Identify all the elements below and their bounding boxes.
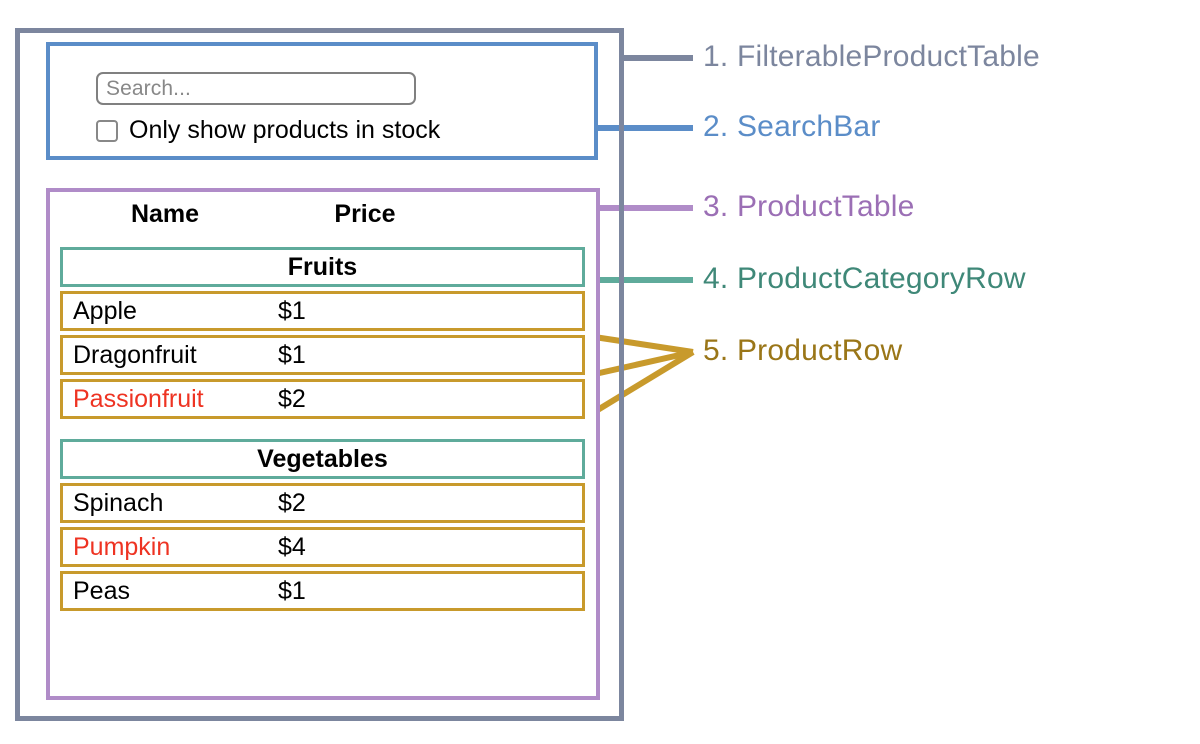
legend-item-filterable-product-table: 1. FilterableProductTable bbox=[703, 40, 1040, 74]
legend-item-product-row: 5. ProductRow bbox=[703, 334, 902, 368]
product-name: Spinach bbox=[73, 488, 164, 517]
search-input-placeholder: Search... bbox=[106, 76, 191, 100]
legend-label: SearchBar bbox=[736, 110, 881, 143]
legend-number: 2. bbox=[703, 110, 729, 143]
product-name: Pumpkin bbox=[73, 532, 171, 561]
in-stock-checkbox[interactable] bbox=[96, 119, 118, 142]
legend-item-product-table: 3. ProductTable bbox=[703, 190, 914, 224]
legend-number: 5. bbox=[703, 334, 729, 367]
product-row[interactable]: Apple $1 bbox=[60, 291, 585, 331]
legend-label: ProductRow bbox=[736, 334, 903, 367]
product-price: $1 bbox=[278, 340, 306, 369]
product-rows-container: Fruits Apple $1 Dragonfruit $1 Passionfr… bbox=[60, 247, 585, 615]
legend-number: 4. bbox=[703, 262, 729, 295]
product-name: Apple bbox=[73, 296, 137, 325]
product-table-box: Name Price Fruits Apple $1 Dragonfruit $… bbox=[46, 188, 600, 700]
legend-item-search-bar: 2. SearchBar bbox=[703, 110, 881, 144]
legend-label: FilterableProductTable bbox=[736, 40, 1040, 73]
product-row[interactable]: Spinach $2 bbox=[60, 483, 585, 523]
filterable-product-table-box bbox=[15, 28, 624, 721]
product-price: $1 bbox=[278, 296, 306, 325]
product-name: Dragonfruit bbox=[73, 340, 197, 369]
product-category-row-vegetables: Vegetables bbox=[60, 439, 585, 479]
legend-number: 3. bbox=[703, 190, 729, 223]
product-category-row-fruits: Fruits bbox=[60, 247, 585, 287]
product-row[interactable]: Peas $1 bbox=[60, 571, 585, 611]
legend-number: 1. bbox=[703, 40, 729, 73]
in-stock-filter-row[interactable]: Only show products in stock bbox=[96, 116, 440, 145]
legend-item-product-category-row: 4. ProductCategoryRow bbox=[703, 262, 1026, 296]
table-header-row: Name Price bbox=[50, 200, 583, 229]
product-name: Peas bbox=[73, 576, 130, 605]
product-row[interactable]: Pumpkin $4 bbox=[60, 527, 585, 567]
legend-label: ProductCategoryRow bbox=[736, 262, 1026, 295]
product-price: $2 bbox=[278, 384, 306, 413]
product-row[interactable]: Dragonfruit $1 bbox=[60, 335, 585, 375]
product-name: Passionfruit bbox=[73, 384, 204, 413]
legend-label: ProductTable bbox=[736, 190, 915, 223]
column-header-price: Price bbox=[334, 200, 396, 228]
search-input[interactable]: Search... bbox=[96, 72, 416, 105]
column-header-name: Name bbox=[130, 200, 200, 228]
product-price: $2 bbox=[278, 488, 306, 517]
product-price: $1 bbox=[278, 576, 306, 605]
product-row[interactable]: Passionfruit $2 bbox=[60, 379, 585, 419]
product-price: $4 bbox=[278, 532, 306, 561]
search-bar-box: Search... Only show products in stock bbox=[46, 42, 598, 160]
in-stock-checkbox-label: Only show products in stock bbox=[129, 116, 441, 144]
